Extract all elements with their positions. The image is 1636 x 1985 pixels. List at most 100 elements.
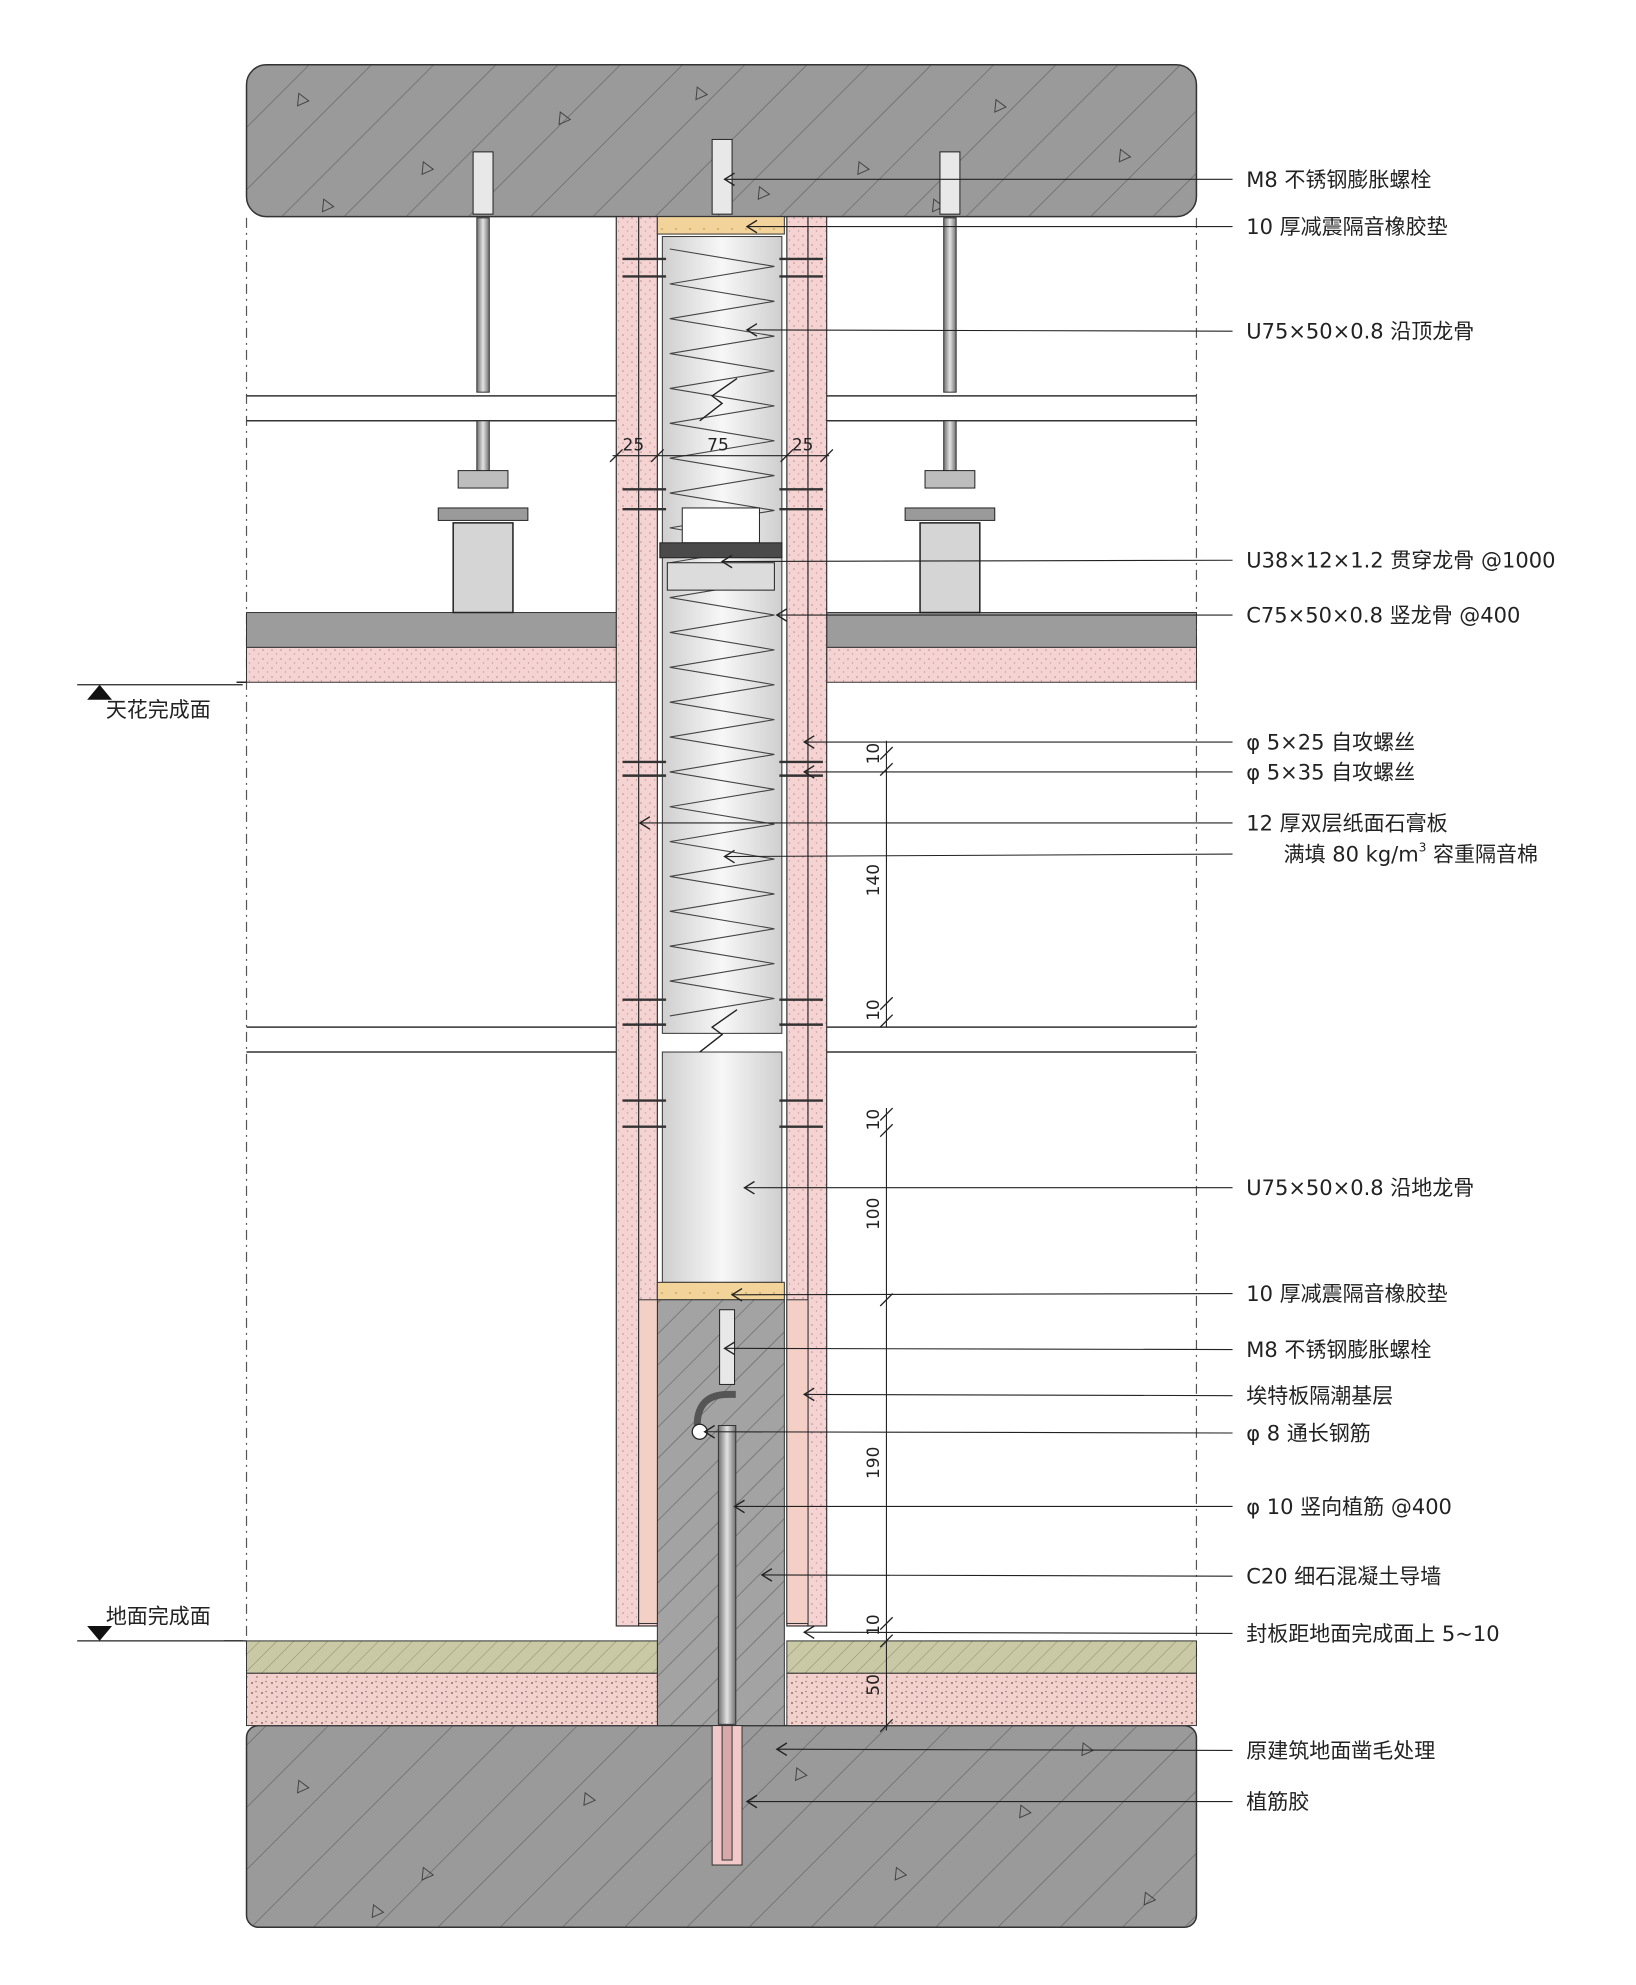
aggregate-mark — [421, 160, 435, 176]
leader-arrow — [745, 323, 758, 337]
label-text: 满填 80 kg/m — [1284, 843, 1419, 867]
dim-text: 75 — [707, 436, 729, 456]
dim-tick — [819, 448, 834, 463]
ceiling-board-left — [246, 646, 621, 683]
dim-tick — [879, 1634, 894, 1648]
aggregate-mark — [1019, 1804, 1032, 1819]
insulation-pattern — [669, 248, 775, 1017]
callout-label: 植筋胶 — [1246, 1790, 1309, 1814]
dim-text: 190 — [864, 1447, 884, 1479]
hanger-bracket — [452, 522, 514, 614]
dim-text: 10 — [864, 1109, 884, 1131]
floor-level-marker-symbol — [87, 1625, 113, 1641]
ceiling-board-right — [826, 646, 1197, 683]
callout-label: φ 8 通长钢筋 — [1246, 1421, 1371, 1445]
dim-text: 10 — [864, 999, 884, 1021]
aggregate-mark — [583, 1791, 597, 1807]
dim-tick — [879, 996, 894, 1011]
dim-tick — [609, 448, 623, 463]
dim-text: 140 — [864, 864, 884, 896]
ceiling-panel-right — [826, 612, 1197, 648]
callout-label: 原建筑地面凿毛处理 — [1246, 1739, 1435, 1763]
dim-text: 25 — [792, 436, 814, 456]
aggregate-mark — [296, 92, 310, 107]
moisture-barrier-board — [786, 1299, 809, 1624]
dim-tick — [879, 1107, 894, 1121]
break-symbol-upper — [699, 377, 738, 422]
leader-line — [804, 1631, 1233, 1634]
rebar-hook — [693, 1390, 736, 1426]
leader-arrow — [745, 1794, 758, 1809]
hanger-clip — [904, 507, 996, 521]
callout-label: U38×12×1.2 贯穿龙骨 @1000 — [1246, 549, 1555, 573]
callout-label: M8 不锈钢膨胀螺栓 — [1246, 1338, 1431, 1362]
aggregate-mark — [371, 1903, 385, 1919]
leader-arrow — [775, 608, 788, 622]
bottom-rubber-pad — [656, 1281, 785, 1301]
hanger-rod — [943, 217, 957, 393]
cross-channel-frame — [681, 507, 760, 544]
leader-arrow — [723, 1341, 735, 1356]
anchor-rebar — [721, 1725, 733, 1861]
leader-line — [722, 559, 1233, 563]
leader-arrow — [733, 1499, 745, 1514]
vertical-rebar — [717, 1425, 737, 1725]
floor-finish-right — [786, 1640, 1197, 1674]
dim-tick — [879, 746, 894, 760]
dim-text: 10 — [864, 1614, 884, 1636]
label-insulation: 满填 80 kg/m3 容重隔音棉 — [1284, 841, 1538, 867]
hanger-nut — [457, 470, 509, 489]
ceiling-level-marker: 天花完成面 — [106, 698, 211, 722]
floor-finish-left — [246, 1640, 658, 1674]
dim-tick — [879, 1123, 894, 1138]
hanger-rod — [476, 420, 490, 474]
hanger-bracket — [919, 522, 981, 614]
callout-label: 封板距地面完成面上 5~10 — [1246, 1622, 1499, 1646]
leader-arrow — [723, 172, 735, 187]
cross-channel-clip — [666, 562, 775, 591]
aggregate-mark — [857, 160, 870, 176]
aggregate-mark — [421, 1866, 435, 1881]
callout-label: 10 厚减震隔音橡胶垫 — [1246, 215, 1447, 239]
leader-line — [704, 1431, 1233, 1434]
leader-arrow — [802, 1387, 815, 1402]
leader-arrow — [745, 219, 758, 234]
leader-arrow — [638, 816, 651, 830]
gypsum-right-outer — [807, 216, 828, 1627]
callout-label: 埃特板隔潮基层 — [1246, 1384, 1393, 1408]
aggregate-mark — [695, 86, 709, 101]
aggregate-mark — [1081, 1742, 1095, 1757]
stud-cavity-lower — [661, 1051, 783, 1283]
aggregate-mark — [931, 198, 945, 213]
leader-arrow — [802, 735, 815, 749]
hanger-rod — [476, 217, 490, 393]
callout-label: φ 5×25 自攻螺丝 — [1246, 730, 1415, 754]
top-rubber-pad — [656, 216, 785, 235]
leader-line — [724, 853, 1233, 858]
callout-label: 12 厚双层纸面石膏板 — [1246, 811, 1447, 835]
callout-label: φ 10 竖向植筋 @400 — [1246, 1495, 1452, 1519]
floor-screed-right — [786, 1672, 1197, 1727]
dim-text: 100 — [864, 1198, 884, 1230]
leader-arrow — [743, 1180, 755, 1195]
leader-line — [776, 1748, 1233, 1752]
leader-line — [804, 1393, 1233, 1397]
aggregate-mark — [296, 1779, 310, 1794]
leader-arrow — [720, 554, 733, 569]
dim-tick — [879, 1014, 894, 1028]
moisture-barrier-board-left — [638, 1299, 658, 1624]
callout-label: C20 细石混凝土导墙 — [1246, 1565, 1441, 1589]
leader-line — [761, 1574, 1233, 1577]
callout-label: U75×50×0.8 沿地龙骨 — [1246, 1176, 1474, 1200]
break-symbol-lower — [699, 1009, 738, 1053]
dim-tick — [780, 448, 794, 463]
floor-screed-left — [246, 1672, 658, 1727]
callout-label: U75×50×0.8 沿顶龙骨 — [1246, 320, 1474, 344]
cross-channel — [659, 542, 783, 559]
dim-text: 25 — [623, 436, 645, 456]
leader-arrow — [703, 1424, 716, 1439]
aggregate-mark — [1143, 1891, 1157, 1906]
insulation-upper — [661, 236, 783, 1034]
callout-label: 10 厚减震隔音橡胶垫 — [1246, 1282, 1447, 1306]
